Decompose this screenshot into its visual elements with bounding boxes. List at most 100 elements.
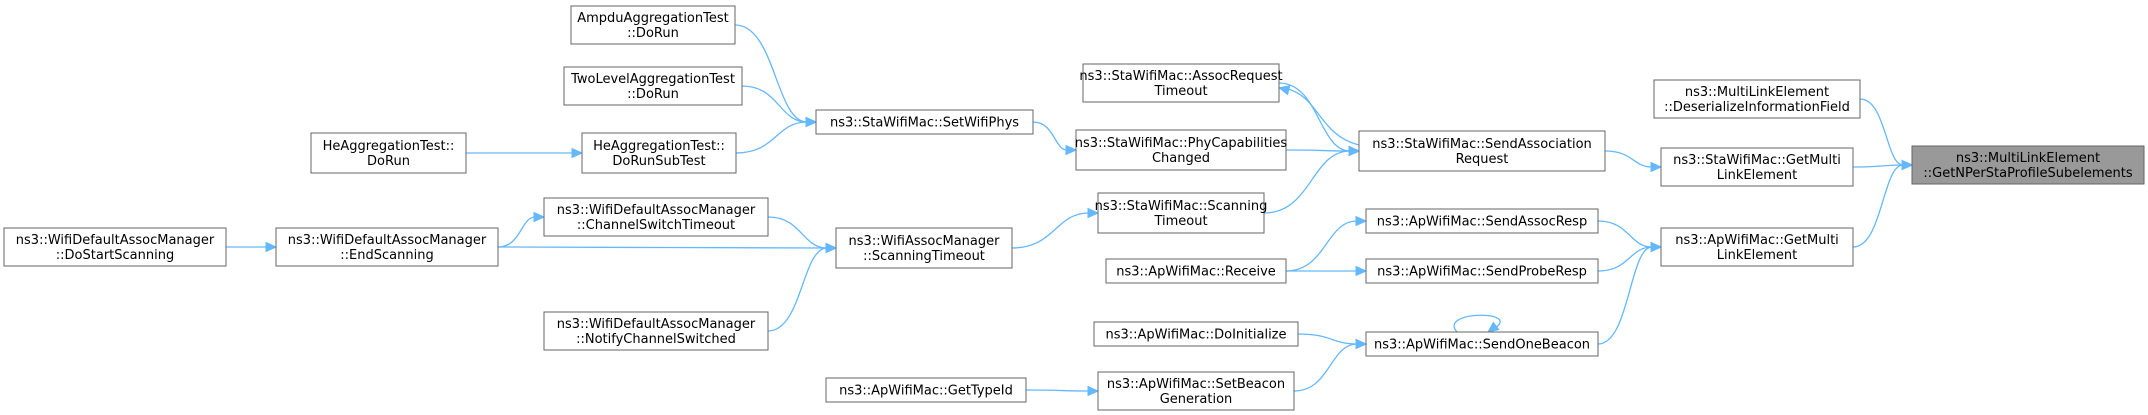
node-box [3, 227, 227, 267]
node-label: ::DeserializeInformationField [1664, 100, 1850, 115]
edge-line [1852, 164, 1904, 168]
edge-line [767, 247, 828, 332]
edge-apSendBeacon-to-apGetMulti [1597, 241, 1663, 345]
edge-apGetTypeId-to-apSetBeacon [1025, 385, 1100, 397]
node-label: ns3::StaWifiMac::SetWifiPhys [830, 116, 1019, 131]
edge-deser-to-focus [1859, 98, 1914, 171]
node-label: ns3::MultiLinkElement [1956, 151, 2100, 166]
node-chanSwitch[interactable]: ns3::WifiDefaultAssocManager::ChannelSwi… [543, 197, 769, 237]
edge-line [1597, 220, 1653, 248]
edge-line [1285, 220, 1358, 272]
edge-line [497, 246, 828, 249]
node-label: ns3::ApWifiMac::DoInitialize [1105, 328, 1286, 343]
edge-line [1852, 164, 1904, 248]
node-twoLevel[interactable]: TwoLevelAggregationTest::DoRun [563, 66, 743, 106]
node-label: ns3::StaWifiMac::AssocRequest [1079, 69, 1282, 84]
node-heSub[interactable]: HeAggregationTest::DoRunSubTest [581, 132, 737, 174]
node-box [581, 132, 737, 174]
edge-staSendAssoc-to-assocReqTimeout [1277, 85, 1360, 146]
edge-line [1025, 389, 1090, 392]
node-box [1365, 258, 1599, 284]
node-notifyChan[interactable]: ns3::WifiDefaultAssocManager::NotifyChan… [543, 311, 769, 351]
node-box [1075, 129, 1287, 171]
edge-endScan-to-assocMgrScan [497, 242, 838, 254]
edge-line [1597, 246, 1653, 272]
node-box [815, 109, 1034, 135]
edge-arrowhead [1348, 145, 1361, 157]
edge-scanTimeout-to-staSendAssoc [1263, 145, 1361, 214]
node-heRun[interactable]: HeAggregationTest::DoRun [310, 132, 467, 174]
node-label: DoRunSubTest [612, 154, 705, 169]
edge-line [1293, 343, 1358, 392]
node-apSendProbe[interactable]: ns3::ApWifiMac::SendProbeResp [1365, 258, 1599, 284]
node-box [835, 227, 1013, 269]
node-label: Request [1456, 152, 1509, 167]
edge-notifyChan-to-assocMgrScan [767, 242, 838, 332]
edge-arrowhead [1650, 241, 1663, 253]
node-label: ns3::ApWifiMac::Receive [1116, 265, 1276, 280]
node-label: ::ChannelSwitchTimeout [577, 218, 735, 233]
node-apGetTypeId[interactable]: ns3::ApWifiMac::GetTypeId [825, 377, 1027, 403]
node-apDoInit[interactable]: ns3::ApWifiMac::DoInitialize [1093, 321, 1299, 347]
edge-arrowhead [1355, 338, 1368, 350]
edge-endScan-to-chanSwitch [497, 211, 546, 248]
edge-apSetBeacon-to-apSendBeacon [1293, 338, 1368, 392]
node-label: Generation [1160, 392, 1233, 407]
edge-arrowhead [1355, 215, 1368, 227]
node-box [543, 311, 769, 351]
node-focus[interactable]: ns3::MultiLinkElement::GetNPerStaProfile… [1911, 145, 2145, 185]
node-box [275, 227, 499, 267]
node-label: ::DoRun [627, 26, 679, 41]
node-box [1365, 208, 1599, 234]
edge-line [1032, 121, 1068, 151]
node-label: ns3::MultiLinkElement [1685, 85, 1829, 100]
edge-staSendAssoc-to-staGetMulti [1604, 150, 1663, 173]
node-label: ns3::ApWifiMac::GetTypeId [839, 384, 1013, 399]
node-deser[interactable]: ns3::MultiLinkElement::DeserializeInform… [1653, 79, 1861, 119]
node-apSendAssocResp[interactable]: ns3::ApWifiMac::SendAssocResp [1365, 208, 1599, 234]
node-label: ns3::WifiDefaultAssocManager [557, 203, 756, 218]
node-box [1105, 258, 1287, 284]
edge-arrowhead [805, 116, 818, 128]
edge-line [1286, 88, 1360, 146]
node-apSendBeacon[interactable]: ns3::ApWifiMac::SendOneBeacon [1365, 331, 1599, 357]
edge-arrowhead [825, 242, 838, 254]
node-label: ns3::StaWifiMac::Scanning [1095, 199, 1268, 214]
node-label: TwoLevelAggregationTest [570, 72, 735, 87]
edge-line [767, 216, 828, 249]
node-label: DoRun [367, 154, 410, 169]
node-box [1911, 145, 2145, 185]
node-label: ns3::ApWifiMac::GetMulti [1675, 233, 1839, 248]
node-scanTimeout[interactable]: ns3::StaWifiMac::ScanningTimeout [1095, 192, 1268, 234]
node-label: ns3::StaWifiMac::SendAssociation [1372, 137, 1592, 152]
edge-apGetMulti-to-focus [1852, 159, 1914, 248]
node-label: ns3::StaWifiMac::PhyCapabilities [1075, 136, 1288, 151]
node-label: AmpduAggregationTest [577, 11, 728, 26]
edge-apReceive-to-apSendAssocResp [1285, 215, 1368, 272]
node-box [1660, 227, 1854, 267]
node-startScan[interactable]: ns3::WifiDefaultAssocManager::DoStartSca… [3, 227, 227, 267]
node-apReceive[interactable]: ns3::ApWifiMac::Receive [1105, 258, 1287, 284]
node-label: ::ScanningTimeout [863, 249, 985, 264]
node-label: Timeout [1153, 84, 1207, 99]
node-ampdu[interactable]: AmpduAggregationTest::DoRun [570, 5, 736, 45]
node-label: ns3::WifiDefaultAssocManager [288, 233, 487, 248]
node-label: LinkElement [1717, 168, 1797, 183]
node-label: ::GetNPerStaProfileSubelements [1923, 166, 2132, 181]
node-label: HeAggregationTest:: [593, 139, 725, 154]
edge-arrowhead [265, 241, 278, 253]
node-box [1093, 321, 1299, 347]
edge-arrowhead [1901, 159, 1914, 171]
node-endScan[interactable]: ns3::WifiDefaultAssocManager::EndScannin… [275, 227, 499, 267]
edge-arrowhead [1355, 265, 1368, 277]
node-setWifiPhys[interactable]: ns3::StaWifiMac::SetWifiPhys [815, 109, 1034, 135]
node-box [1365, 331, 1599, 357]
node-assocMgrScan[interactable]: ns3::WifiAssocManager::ScanningTimeout [835, 227, 1013, 269]
